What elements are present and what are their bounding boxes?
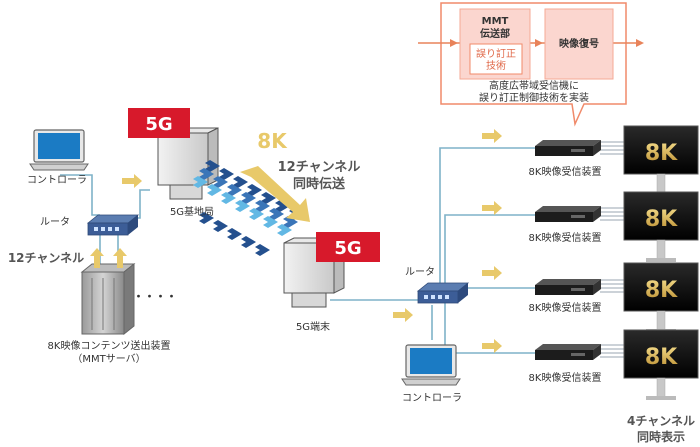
left-router bbox=[87, 214, 139, 236]
left-channels-label: 12チャンネル bbox=[8, 251, 84, 265]
display-line1: 4チャンネル bbox=[627, 414, 695, 428]
tv-1-label: 8K bbox=[645, 141, 678, 166]
arrow-receiver-2 bbox=[482, 201, 502, 215]
mmt-title: MMT bbox=[482, 16, 509, 27]
receiver-1-label: 8K映像受信装置 bbox=[529, 165, 602, 178]
transmission-line2: 同時伝送 bbox=[293, 176, 346, 192]
callout-caption-line2: 誤り訂正制御技術を実装 bbox=[479, 91, 589, 104]
receiver-3-label: 8K映像受信装置 bbox=[529, 301, 602, 314]
base-station-label: 5G基地局 bbox=[170, 205, 214, 218]
left-controller-label: コントローラ bbox=[27, 174, 87, 186]
mmt-server bbox=[80, 262, 136, 336]
transmission-line1: 12チャンネル bbox=[278, 160, 361, 175]
decode-label: 映像復号 bbox=[559, 37, 599, 50]
receiver-3 bbox=[535, 279, 601, 295]
terminal-badge-text: 5G bbox=[334, 238, 361, 259]
fec-block bbox=[469, 43, 523, 75]
display-line2: 同時表示 bbox=[637, 429, 685, 444]
receiver-2 bbox=[535, 206, 601, 222]
callout-box bbox=[418, 2, 644, 127]
mmt-subtitle: 伝送部 bbox=[480, 27, 510, 40]
fec-line2: 技術 bbox=[486, 59, 506, 72]
transmission-arrow bbox=[240, 166, 310, 222]
arrow-receiver-3 bbox=[482, 266, 502, 280]
right-router-label: ルータ bbox=[405, 266, 435, 278]
arrow-to-base-station bbox=[122, 174, 142, 188]
receiver-1 bbox=[535, 140, 601, 156]
tv-3-label: 8K bbox=[645, 278, 678, 303]
server-ellipsis: ・・・・ bbox=[133, 290, 177, 303]
receiver-4 bbox=[535, 344, 601, 360]
arrow-to-right-router bbox=[393, 308, 413, 322]
terminal-label: 5G端末 bbox=[296, 320, 330, 333]
base-station-badge bbox=[128, 108, 190, 138]
right-controller-laptop bbox=[401, 344, 461, 386]
server-label-line2: （MMTサーバ） bbox=[72, 353, 145, 365]
decode-block bbox=[544, 8, 614, 80]
wave-band bbox=[193, 160, 304, 256]
arrow-receiver-4 bbox=[482, 339, 502, 353]
transmission-8k-tag: 8K bbox=[257, 129, 288, 153]
base-station-badge-text: 5G bbox=[145, 114, 172, 135]
left-controller-laptop bbox=[29, 129, 89, 171]
arrow-receiver-1 bbox=[482, 129, 502, 143]
server-label-line1: 8K映像コンテンツ送出装置 bbox=[48, 339, 171, 352]
right-router bbox=[417, 282, 469, 304]
terminal-badge bbox=[316, 232, 380, 262]
callout-caption-line1: 高度広帯域受信機に bbox=[489, 79, 579, 92]
tv-4-label: 8K bbox=[645, 345, 678, 370]
right-controller-label: コントローラ bbox=[402, 392, 462, 404]
fec-line1: 誤り訂正 bbox=[476, 47, 516, 60]
tv-2-label: 8K bbox=[645, 207, 678, 232]
receiver-4-label: 8K映像受信装置 bbox=[529, 371, 602, 384]
left-router-label: ルータ bbox=[40, 216, 70, 228]
receiver-2-label: 8K映像受信装置 bbox=[529, 231, 602, 244]
